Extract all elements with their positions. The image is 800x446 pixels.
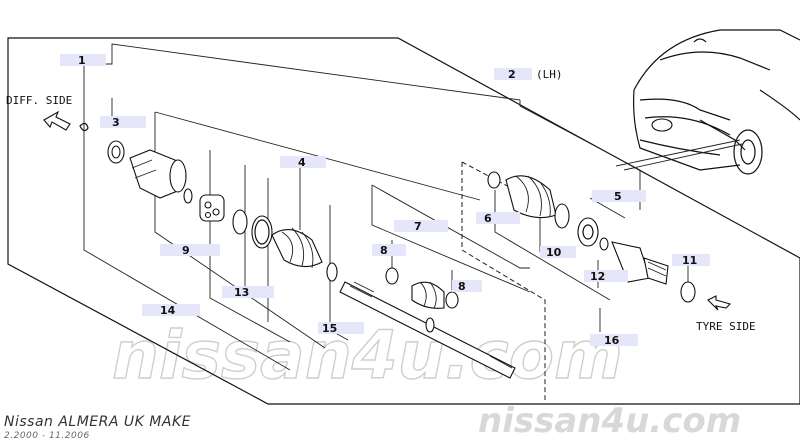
svg-text:11: 11 (682, 254, 697, 267)
tyre-side-label: TYRE SIDE (696, 320, 756, 333)
diff-side-arrow (43, 110, 71, 131)
svg-text:3: 3 (112, 116, 120, 129)
callout-10[interactable]: 10 (540, 246, 576, 259)
circlip-small (183, 188, 193, 204)
watermark-corner: nissan4u.com (478, 401, 741, 441)
bracket-7b (371, 184, 530, 269)
band-10 (554, 203, 570, 229)
svg-text:4: 4 (298, 156, 306, 169)
outer-boot (505, 175, 557, 219)
lh-label: (LH) (536, 68, 563, 81)
ring-a (232, 209, 248, 235)
svg-text:2: 2 (508, 68, 516, 81)
inner-boot (271, 227, 323, 269)
svg-text:16: 16 (604, 334, 620, 347)
part-3-ring (107, 140, 125, 164)
svg-text:1: 1 (78, 54, 86, 67)
ring-11 (680, 281, 696, 303)
band-small (326, 262, 338, 282)
callout-9[interactable]: 9 (160, 244, 220, 257)
callout-8b[interactable]: 8 (452, 280, 482, 293)
bracket-main (84, 43, 521, 101)
tyre-side-arrow (707, 295, 732, 311)
ring-12 (599, 237, 609, 251)
callout-7[interactable]: 7 (394, 220, 448, 233)
outer-cv-joint (611, 241, 669, 285)
callout-4[interactable]: 4 (280, 156, 326, 169)
bracket-6 (494, 190, 611, 301)
band-8a (385, 267, 399, 285)
callout-2[interactable]: 2 (494, 68, 532, 81)
band-6 (487, 171, 501, 189)
callout-16[interactable]: 16 (590, 334, 638, 347)
callout-5[interactable]: 5 (592, 190, 646, 203)
car-location-illustration (615, 29, 800, 175)
callout-3[interactable]: 3 (100, 116, 146, 129)
bracket-7 (371, 185, 531, 293)
svg-text:8: 8 (380, 244, 388, 257)
callout-1[interactable]: 1 (60, 54, 106, 67)
svg-text:14: 14 (160, 304, 176, 317)
diff-side-label: DIFF. SIDE (6, 94, 72, 107)
outer-boot-small (411, 281, 445, 309)
inner-joint-housing (129, 149, 187, 199)
svg-text:9: 9 (182, 244, 190, 257)
svg-text:12: 12 (590, 270, 605, 283)
svg-text:7: 7 (414, 220, 422, 233)
svg-text:8: 8 (458, 280, 466, 293)
footer-date-range: 2.2000 - 11.2006 (4, 431, 90, 441)
footer-title: Nissan ALMERA UK MAKE (4, 414, 191, 430)
svg-text:15: 15 (322, 322, 337, 335)
outer-frame (7, 37, 800, 405)
circlip-part (79, 122, 89, 132)
callout-13[interactable]: 13 (222, 286, 274, 299)
svg-text:6: 6 (484, 212, 492, 225)
callout-6[interactable]: 6 (476, 212, 520, 225)
part-5-bearing (577, 217, 599, 247)
callout-15[interactable]: 15 (318, 322, 364, 335)
spider-assembly (199, 194, 225, 222)
svg-text:13: 13 (234, 286, 249, 299)
svg-text:5: 5 (614, 190, 622, 203)
drive-shaft (339, 281, 516, 379)
callout-8a[interactable]: 8 (372, 244, 406, 257)
callout-12[interactable]: 12 (584, 270, 628, 283)
dash-bracket-left (461, 162, 546, 400)
band-8b (445, 291, 459, 309)
watermark-center: nissan4u.com (112, 317, 623, 394)
callout-14[interactable]: 14 (142, 304, 200, 317)
svg-text:10: 10 (546, 246, 562, 259)
bracket-14 (83, 64, 291, 371)
callout-11[interactable]: 11 (672, 254, 710, 267)
